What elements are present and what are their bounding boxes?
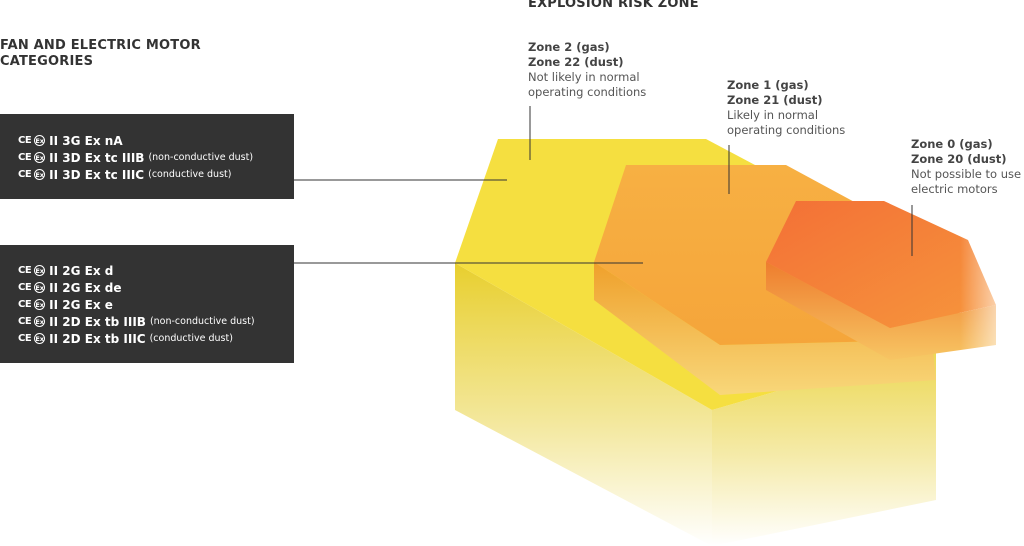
zone1-desc-2: operating conditions: [727, 123, 846, 137]
ce-mark-icon: CE: [18, 282, 32, 293]
category-note: (non-conductive dust): [148, 152, 254, 163]
category-code: II 3D Ex tc IIIC: [49, 167, 145, 182]
category-line: CE Ex II 3D Ex tc IIIB (non-conductive d…: [18, 149, 294, 166]
ce-mark-icon: CE: [18, 299, 32, 310]
category-line: CE Ex II 2G Ex e: [18, 296, 294, 313]
ex-mark-icon: Ex: [34, 299, 46, 310]
zone0-dust: Zone 20 (dust): [911, 152, 1007, 166]
ex-mark-icon: Ex: [34, 152, 46, 163]
category-box-zone2: CE Ex II 3G Ex nA CE Ex II 3D Ex tc IIIB…: [0, 114, 294, 199]
ce-mark-icon: CE: [18, 265, 32, 276]
ex-mark-icon: Ex: [34, 282, 46, 293]
ce-mark-icon: CE: [18, 316, 32, 327]
category-line: CE Ex II 3G Ex nA: [18, 132, 294, 149]
category-note: (conductive dust): [148, 169, 232, 180]
ex-mark-icon: Ex: [34, 169, 46, 180]
ex-mark-icon: Ex: [34, 135, 46, 146]
zone1-desc-1: Likely in normal: [727, 108, 819, 122]
category-note: (conductive dust): [149, 333, 233, 344]
zone1-gas: Zone 1 (gas): [727, 78, 809, 92]
ex-mark-icon: Ex: [34, 316, 46, 327]
category-line: CE Ex II 2D Ex tb IIIC (conductive dust): [18, 330, 294, 347]
category-box-zone1: CE Ex II 2G Ex d CE Ex II 2G Ex de CE Ex…: [0, 245, 294, 363]
category-line: CE Ex II 2D Ex tb IIIB (non-conductive d…: [18, 313, 294, 330]
zone2-side-right: [712, 345, 936, 546]
explosion-risk-zone-heading: EXPLOSION RISK ZONE: [528, 0, 699, 11]
ce-mark-icon: CE: [18, 152, 32, 163]
ce-mark-icon: CE: [18, 333, 32, 344]
category-code: II 2D Ex tb IIIB: [49, 314, 146, 329]
zone2-desc-2: operating conditions: [528, 85, 647, 99]
category-code: II 2G Ex d: [49, 263, 114, 278]
category-code: II 2D Ex tb IIIC: [49, 331, 146, 346]
category-note: (non-conductive dust): [149, 316, 255, 327]
motor-categories-heading: FAN AND ELECTRIC MOTOR CATEGORIES: [0, 38, 201, 69]
zone0-top: [766, 201, 996, 328]
zone0-gas: Zone 0 (gas): [911, 137, 993, 151]
zone0-side: [766, 262, 996, 360]
zone2-desc-1: Not likely in normal: [528, 70, 640, 84]
zone0-desc-2: electric motors: [911, 182, 998, 196]
zone2-gas: Zone 2 (gas): [528, 40, 610, 54]
category-code: II 2G Ex de: [49, 280, 122, 295]
ex-mark-icon: Ex: [34, 333, 46, 344]
ex-mark-icon: Ex: [34, 265, 46, 276]
category-line: CE Ex II 2G Ex de: [18, 279, 294, 296]
category-code: II 2G Ex e: [49, 297, 113, 312]
zone1-dust: Zone 21 (dust): [727, 93, 823, 107]
zone1-label: Zone 1 (gas) Zone 21 (dust) Likely in no…: [727, 78, 845, 138]
ce-mark-icon: CE: [18, 169, 32, 180]
zone0-desc-1: Not possible to use: [911, 167, 1022, 181]
zone2-label: Zone 2 (gas) Zone 22 (dust) Not likely i…: [528, 40, 646, 100]
zone1-side: [594, 262, 936, 395]
category-code: II 3D Ex tc IIIB: [49, 150, 145, 165]
category-line: CE Ex II 3D Ex tc IIIC (conductive dust): [18, 166, 294, 183]
zone2-side-left: [455, 263, 712, 546]
zone0-label: Zone 0 (gas) Zone 20 (dust) Not possible…: [911, 137, 1021, 197]
category-line: CE Ex II 2G Ex d: [18, 262, 294, 279]
zone2-dust: Zone 22 (dust): [528, 55, 624, 69]
category-code: II 3G Ex nA: [49, 133, 123, 148]
ce-mark-icon: CE: [18, 135, 32, 146]
